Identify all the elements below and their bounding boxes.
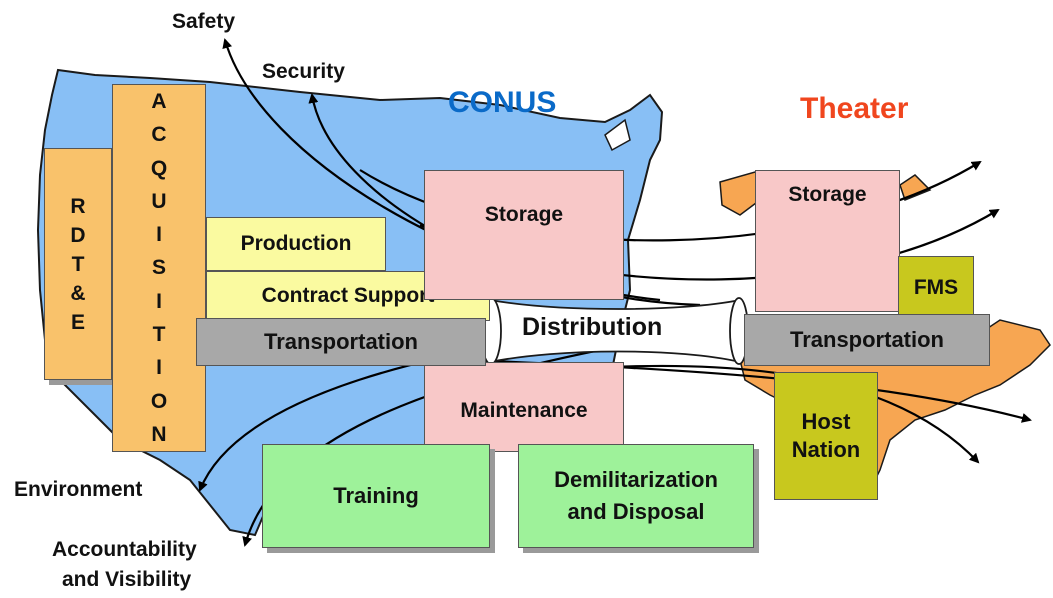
acquisition-letter: T: [152, 323, 166, 347]
acquisition-letter: A: [151, 90, 167, 113]
accountability-label: Accountability: [52, 538, 197, 561]
rdte-line: &: [70, 281, 86, 305]
acquisition-letter: N: [151, 422, 167, 446]
acquisition-letter: I: [156, 223, 162, 247]
transportation-conus-box: Transportation: [196, 318, 486, 366]
transportation-theater-box: Transportation: [744, 314, 990, 366]
acquisition-letter: I: [156, 356, 162, 380]
rdte-box: R D T & E: [44, 148, 112, 380]
acquisition-letter: U: [151, 189, 167, 213]
rdte-line: E: [70, 310, 85, 334]
demilitarization-line: Demilitarization: [554, 467, 718, 492]
host-nation-line: Host: [801, 409, 851, 434]
storage-theater-box: Storage: [755, 170, 900, 312]
environment-label: Environment: [14, 478, 143, 501]
rdte-line: R: [70, 194, 86, 218]
acquisition-letter: I: [156, 289, 162, 313]
acquisition-letter: Q: [150, 156, 168, 180]
acquisition-letter: O: [150, 389, 168, 413]
visibility-label: and Visibility: [62, 568, 192, 591]
storage-theater-label: Storage: [788, 183, 867, 206]
acquisition-letter: C: [151, 123, 167, 147]
storage-conus-label: Storage: [484, 203, 564, 226]
rdte-line: T: [71, 252, 85, 276]
acquisition-letter: S: [151, 256, 166, 280]
rdte-line: D: [70, 223, 86, 247]
training-box: Training: [262, 444, 490, 548]
security-label: Security: [262, 60, 345, 83]
distribution-pipe: [480, 297, 749, 365]
conus-label: CONUS: [448, 86, 557, 119]
host-nation-line: Nation: [791, 437, 861, 462]
maintenance-label: Maintenance: [460, 399, 588, 422]
host-nation-box: Host Nation: [774, 372, 878, 500]
storage-conus-box: Storage: [424, 170, 624, 300]
fms-box: FMS: [898, 256, 974, 320]
theater-label: Theater: [800, 92, 909, 125]
production-box: Production: [206, 217, 386, 271]
distribution-label: Distribution: [522, 313, 663, 341]
safety-label: Safety: [172, 10, 236, 33]
maintenance-box: Maintenance: [424, 362, 624, 452]
demilitarization-box: Demilitarization and Disposal: [518, 444, 754, 548]
acquisition-box: A C Q U I S I T I O N: [112, 84, 206, 452]
demilitarization-line: and Disposal: [567, 499, 705, 524]
